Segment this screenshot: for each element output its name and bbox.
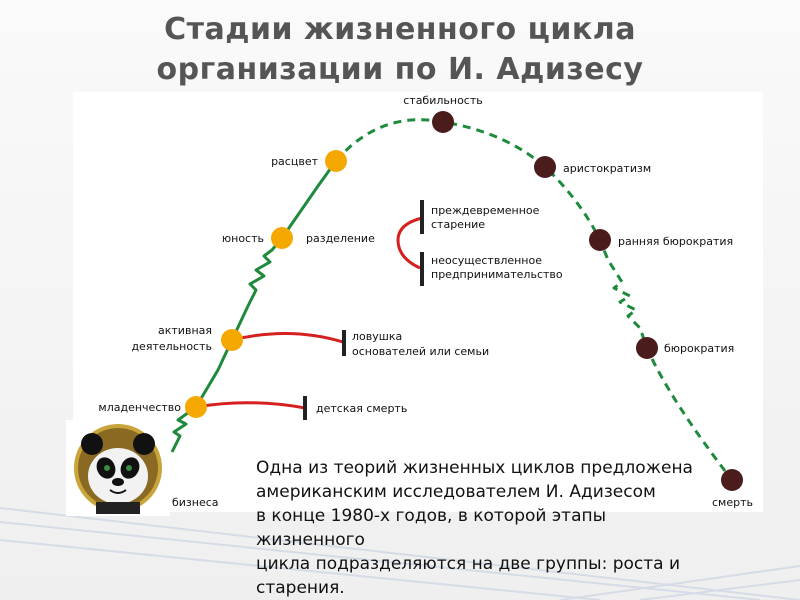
label-founder-trap-2: основателей или семьи xyxy=(352,345,489,358)
node-stability xyxy=(432,111,454,133)
label-unfulfilled-1: неосуществленное xyxy=(431,254,542,267)
label-go-go-2: деятельность xyxy=(131,340,212,353)
trap-line-founder xyxy=(231,331,344,344)
label-premature-aging-1: преждевременное xyxy=(431,204,540,217)
slide-title-line2: организации по И. Адизесу xyxy=(156,52,644,87)
trap-bar-unfulfilled xyxy=(420,252,424,286)
trap-bar-premature-aging xyxy=(420,200,424,234)
trap-bar-founder xyxy=(342,330,346,356)
label-infancy: младенчество xyxy=(98,401,181,414)
label-divorce: разделение xyxy=(306,232,375,245)
label-death: смерть xyxy=(712,496,753,509)
label-infant-mortality: детская смерть xyxy=(316,402,407,415)
diagram-panel xyxy=(73,92,763,512)
label-aristocracy: аристократизм xyxy=(563,162,651,175)
node-bureaucracy xyxy=(636,337,658,359)
node-early-bureaucracy xyxy=(589,229,611,251)
slide-title-line1: Стадии жизненного цикла xyxy=(164,12,636,47)
label-bureaucracy: бюрократия xyxy=(664,342,734,355)
node-death xyxy=(721,469,743,491)
label-adolescence: юность xyxy=(222,232,264,245)
trap-bar-infant-mortality xyxy=(303,396,307,420)
label-go-go-1: активная xyxy=(158,324,212,337)
label-early-bureaucracy: ранняя бюрократия xyxy=(618,235,733,248)
label-prime: расцвет xyxy=(271,155,319,168)
panda-icon xyxy=(74,424,162,514)
label-founder-trap-1: ловушка xyxy=(352,330,402,343)
label-stability: стабильность xyxy=(403,94,483,107)
node-aristocracy xyxy=(534,156,556,178)
label-unfulfilled-2: предпринимательство xyxy=(431,268,563,281)
trap-line-divorce xyxy=(396,216,423,270)
node-go-go xyxy=(221,329,243,351)
node-infancy xyxy=(185,396,207,418)
node-prime xyxy=(325,150,347,172)
slide-title: Стадии жизненного цикла организации по И… xyxy=(60,10,740,90)
label-start: бизнеса xyxy=(172,496,219,509)
caption-text: Одна из теорий жизненных циклов предложе… xyxy=(256,458,693,598)
node-adolescence xyxy=(271,227,293,249)
label-premature-aging-2: старение xyxy=(431,218,485,231)
aging-curve xyxy=(334,118,734,481)
trap-line-infant-mortality xyxy=(195,401,306,410)
avatar xyxy=(66,420,170,516)
